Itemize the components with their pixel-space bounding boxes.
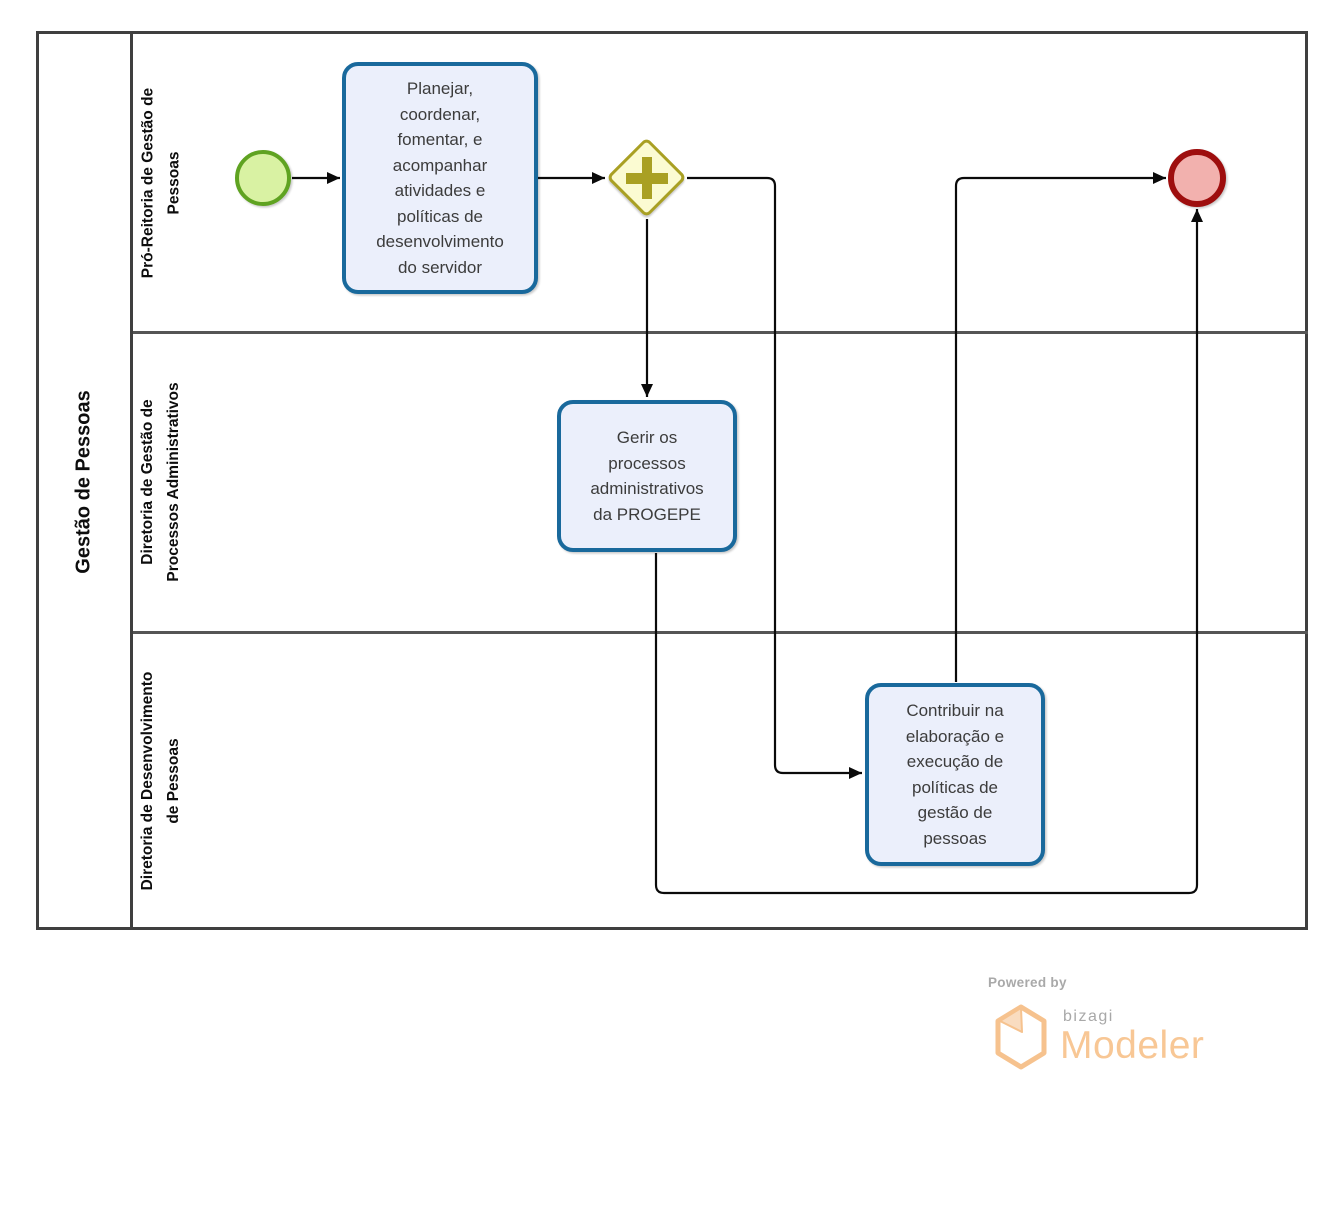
task-contribuir-label: Contribuir na elaboração e execução de p… <box>905 701 1005 848</box>
start-event[interactable] <box>235 150 291 206</box>
lane-label-pro-reitoria: Pró-Reitoria de Gestão de Pessoas <box>139 87 183 279</box>
pool-title: Gestão de Pessoas <box>72 390 95 574</box>
task-gerir[interactable]: Gerir os processos administrativos da PR… <box>557 400 737 552</box>
end-event[interactable] <box>1168 149 1226 207</box>
modeler-wordmark: Modeler <box>1060 1024 1205 1067</box>
bizagi-logo-icon <box>995 1004 1047 1070</box>
lane-divider-2 <box>133 631 1308 634</box>
lane-label-diretoria-gestao-processos: Diretoria de Gestão de Processos Adminis… <box>139 382 182 582</box>
bizagi-wordmark: bizagi <box>1063 1008 1114 1025</box>
task-planejar-label: Planejar, coordenar, fomentar, e acompan… <box>376 79 504 277</box>
task-contribuir[interactable]: Contribuir na elaboração e execução de p… <box>865 683 1045 866</box>
lane-label-diretoria-desenvolvimento: Diretoria de Desenvolvimento de Pessoas <box>139 671 182 891</box>
task-planejar[interactable]: Planejar, coordenar, fomentar, e acompan… <box>342 62 538 294</box>
plus-icon <box>641 157 653 199</box>
pool-header-divider <box>130 31 133 930</box>
powered-by-label: Powered by <box>988 975 1067 990</box>
task-gerir-label: Gerir os processos administrativos da PR… <box>590 428 704 524</box>
pool-gestao-de-pessoas <box>36 31 1308 930</box>
lane-divider-1 <box>133 331 1308 334</box>
